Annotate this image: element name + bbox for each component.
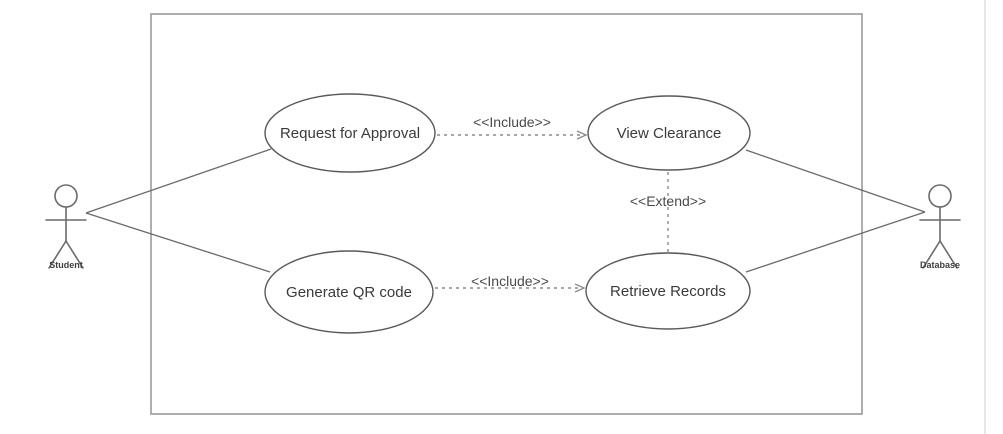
use-case-ellipse (585, 252, 751, 330)
actor-leg-icon (939, 240, 958, 269)
use-case-label: View Clearance (617, 125, 722, 142)
association-line (85, 212, 271, 273)
actor-leg-icon (922, 240, 941, 269)
actor-database[interactable]: Database (919, 184, 961, 270)
association-line (745, 211, 926, 273)
actor-student-label: Student (49, 260, 83, 270)
system-boundary-rect (150, 13, 863, 415)
use-case-ellipse (264, 250, 434, 334)
use-case-ellipse (587, 95, 751, 171)
actor-database-label: Database (920, 260, 960, 270)
use-case-retrieve-records[interactable]: Retrieve Records (585, 252, 751, 330)
use-case-label: Generate QR code (286, 284, 412, 301)
include-stereotype-label: <<Include>> (471, 273, 549, 289)
extend-stereotype-label: <<Extend>> (630, 193, 706, 209)
use-case-request-for-approval[interactable]: Request for Approval (264, 93, 436, 173)
use-case-label: Request for Approval (280, 125, 420, 142)
association-line (745, 149, 926, 213)
actor-leg-icon (48, 240, 67, 269)
actor-leg-icon (65, 240, 84, 269)
dependency-labels-group: <<Include>> <<Include>> <<Extend>> (471, 114, 706, 289)
association-lines-group (85, 148, 926, 273)
include-stereotype-label: <<Include>> (473, 114, 551, 130)
association-line (85, 148, 272, 214)
actor-student[interactable]: Student (45, 184, 87, 270)
use-case-ellipse (264, 93, 436, 173)
use-case-view-clearance[interactable]: View Clearance (587, 95, 751, 171)
use-case-label: Retrieve Records (610, 283, 726, 300)
actor-head-icon (928, 184, 952, 208)
use-case-generate-qr-code[interactable]: Generate QR code (264, 250, 434, 334)
actor-head-icon (54, 184, 78, 208)
